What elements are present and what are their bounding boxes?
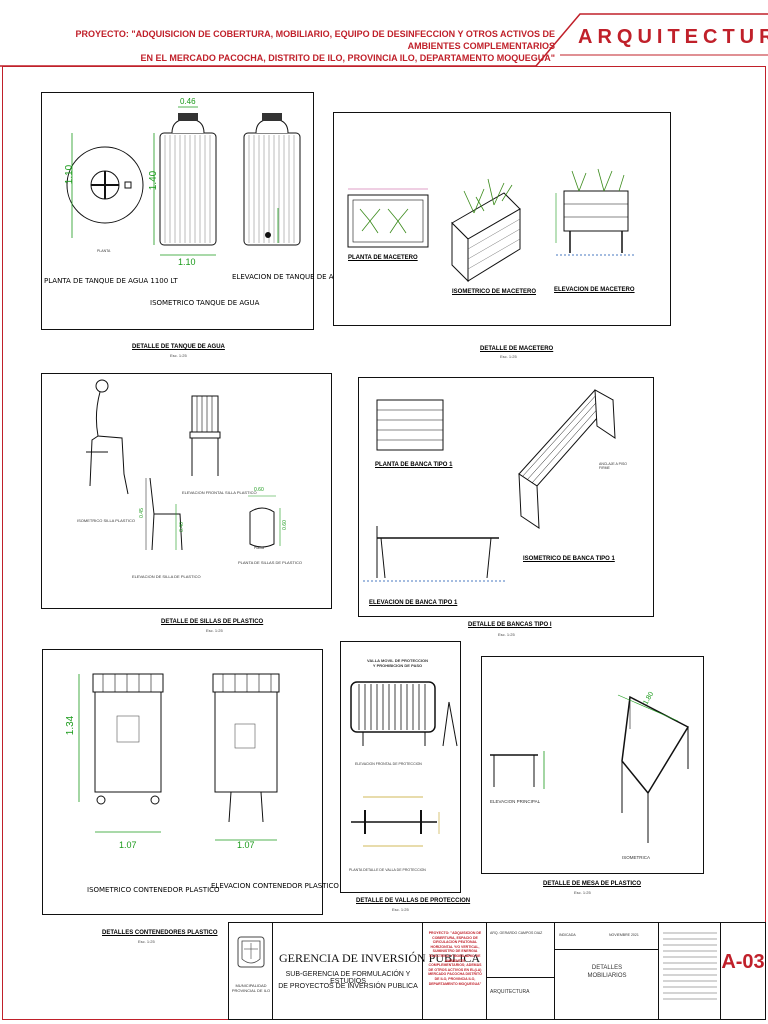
date-info: NOVIEMBRE 2021 xyxy=(609,933,639,937)
tanque-label-elevacion: ELEVACION DE TANQUE DE AGUA xyxy=(232,273,349,281)
contenedores-label-iso: ISOMETRICO CONTENEDOR PLASTICO xyxy=(87,886,220,894)
project-title: PROYECTO: "ADQUISICION DE COBERTURA, MOB… xyxy=(60,28,555,64)
title-block-logo-cell: MUNICIPALIDAD PROVINCIAL DE ILO xyxy=(229,923,273,1019)
project-title-line2: EN EL MERCADO PACOCHA, DISTRITO DE ILO, … xyxy=(140,53,555,63)
bancas-label-elev: ELEVACION DE BANCA TIPO 1 xyxy=(369,600,458,606)
sillas-dim-h2: 0.40 xyxy=(178,522,185,532)
tanque-dim-base: 1.10 xyxy=(178,257,196,267)
titleblock-project-text: PROYECTO: "ADQUISICION DE COBERTURA, ESP… xyxy=(428,931,482,986)
vallas-drawing xyxy=(350,681,458,847)
tanque-dim-height: 1.40 xyxy=(148,170,160,191)
bancas-drawing xyxy=(363,389,616,582)
title-block-project-cell: PROYECTO: "ADQUISICION DE COBERTURA, ESP… xyxy=(423,923,487,1019)
macetero-caption: DETALLE DE MACETERO xyxy=(480,346,554,352)
tanque-label-iso: ISOMETRICO TANQUE DE AGUA xyxy=(150,299,260,307)
title-block-sheet-info-cell: INDICADA NOVIEMBRE 2021 DETALLES MOBILIA… xyxy=(555,923,659,1019)
bancas-note: ANCLAJE A PISO FIRME xyxy=(599,462,628,470)
panel-bancas: PLANTA DE BANCA TIPO 1 ISOMETRICO DE BAN… xyxy=(358,377,654,617)
mesa-label-elev: ELEVACION PRINCIPAL xyxy=(490,799,541,804)
title-block: MUNICIPALIDAD PROVINCIAL DE ILO GERENCIA… xyxy=(228,922,766,1020)
sillas-scale: Esc. 1:25 xyxy=(206,628,223,633)
sheet-title-1: DETALLES xyxy=(591,965,623,971)
contenedores-caption: DETALLES CONTENEDORES PLASTICO xyxy=(102,930,218,936)
title-block-revision-cell xyxy=(659,923,721,1019)
sillas-label-elev: ELEVACION DE SILLA DE PLASTICO xyxy=(132,574,201,579)
contenedores-dim-w1: 1.07 xyxy=(119,840,137,850)
tanque-dim-top: 0.46 xyxy=(180,97,196,106)
tanque-drawing xyxy=(66,106,301,256)
panel-tanque: 0.46 1.10 1.40 1.10 PLANTA PLANTA DE TAN… xyxy=(41,92,349,330)
sillas-caption: DETALLE DE SILLAS DE PLASTICO xyxy=(161,619,264,625)
contenedores-scale: Esc. 1:25 xyxy=(138,939,155,944)
title-block-designer-cell: ARQ. GERARDO CAMPOS DIAZ ARQUITECTURA xyxy=(487,923,555,1019)
vallas-title-line2: Y PROHIBICION DE PASO xyxy=(372,663,423,668)
entity-sub1: SUB-GERENCIA DE FORMULACIÓN Y ESTUDIOS xyxy=(285,971,411,985)
sillas-label-front: ELEVACION FRONTAL SILLA PLASTICO xyxy=(182,490,257,495)
macetero-drawing xyxy=(347,168,636,283)
panel-vallas: VALLA MOVIL DE PROTECCION Y PROHIBICION … xyxy=(340,641,461,893)
macetero-label-elev: ELEVACION DE MACETERO xyxy=(554,287,635,293)
scale-info: INDICADA xyxy=(559,933,576,937)
sheet-code: A-03 xyxy=(721,951,765,973)
vallas-scale: Esc. 1:25 xyxy=(392,907,409,912)
contenedores-drawing xyxy=(78,673,280,841)
sillas-label-planta: PLANTA DE SILLAS DE PLASTICO xyxy=(238,560,302,565)
contenedores-dim-h: 1.34 xyxy=(65,715,77,736)
logo-text: MUNICIPALIDAD PROVINCIAL DE ILO xyxy=(231,983,271,993)
entity-sub2: DE PROYECTOS DE INVERSIÓN PUBLICA xyxy=(278,983,418,990)
sillas-dim-h1: 0.45 xyxy=(138,508,145,518)
macetero-label-planta: PLANTA DE MACETERO xyxy=(348,255,418,261)
panel-sillas: ISOMETRICO SILLA PLASTICO ELEVACION FRON… xyxy=(41,373,332,609)
revision-table xyxy=(663,932,717,1000)
tanque-scale: Esc. 1:25 xyxy=(170,353,187,358)
sillas-drawing xyxy=(86,379,281,551)
macetero-scale: Esc. 1:25 xyxy=(500,354,517,359)
discipline-title: ARQUITECTURA xyxy=(578,26,768,48)
vallas-caption: DETALLE DE VALLAS DE PROTECCION xyxy=(356,898,471,904)
municipal-seal-icon xyxy=(237,936,265,968)
bancas-label-planta: PLANTA DE BANCA TIPO 1 xyxy=(375,462,453,468)
title-block-code-cell: A-03 xyxy=(721,923,765,1019)
tanque-caption: DETALLE DE TANQUE DE AGUA xyxy=(132,344,225,350)
project-title-line1: PROYECTO: "ADQUISICION DE COBERTURA, MOB… xyxy=(75,29,555,51)
tanque-planta-small: PLANTA xyxy=(97,249,111,253)
mesa-scale: Esc. 1:25 xyxy=(574,890,591,895)
vallas-label-planta: PLANTA DETALLE DE VALLA DE PROTECCION xyxy=(349,868,426,872)
entity-main: GERENCIA DE INVERSIÓN PUBLICA xyxy=(279,951,480,965)
title-block-entity-cell: GERENCIA DE INVERSIÓN PUBLICA SUB-GERENC… xyxy=(273,923,480,1019)
vallas-title-line1: VALLA MOVIL DE PROTECCION xyxy=(367,658,429,663)
designer: ARQ. GERARDO CAMPOS DIAZ xyxy=(490,931,543,935)
macetero-label-iso: ISOMETRICO DE MACETERO xyxy=(452,289,537,295)
tanque-label-planta: PLANTA DE TANQUE DE AGUA 1100 LT xyxy=(44,277,178,285)
sillas-dim-h3: 0.60 xyxy=(281,520,288,530)
mesa-drawing xyxy=(490,694,690,843)
panel-contenedores: 1.34 1.07 1.07 ISOMETRICO CONTENEDOR PLA… xyxy=(42,649,339,915)
mesa-label-iso: ISOMETRICA xyxy=(622,855,651,860)
sillas-label-iso: ISOMETRICO SILLA PLASTICO xyxy=(77,518,136,523)
panel-macetero: PLANTA DE MACETERO ISOMETRICO DE MACETER… xyxy=(333,112,671,326)
bancas-caption: DETALLE DE BANCAS TIPO I xyxy=(468,622,552,628)
sheet-title-2: MOBILIARIOS xyxy=(587,973,627,979)
tanque-dim-height-left: 1.10 xyxy=(64,164,76,185)
bancas-scale: Esc. 1:25 xyxy=(498,632,515,637)
bancas-label-iso: ISOMETRICO DE BANCA TIPO 1 xyxy=(523,556,615,562)
sillas-planta-small: Planta xyxy=(254,546,264,550)
panel-mesa: ELEVACION PRINCIPAL ISOMETRICA 1.80 xyxy=(481,656,704,874)
mesa-caption: DETALLE DE MESA DE PLASTICO xyxy=(543,881,642,887)
vallas-label-front: ELEVACION FRONTAL DE PROTECCION xyxy=(355,762,422,766)
contenedores-label-elev: ELEVACION CONTENEDOR PLASTICO xyxy=(211,882,339,890)
vallas-title: VALLA MOVIL DE PROTECCION Y PROHIBICION … xyxy=(367,658,428,668)
specialty: ARQUITECTURA xyxy=(490,989,530,995)
sillas-dim-w: 0.60 xyxy=(254,487,264,493)
contenedores-dim-w2: 1.07 xyxy=(237,840,255,850)
